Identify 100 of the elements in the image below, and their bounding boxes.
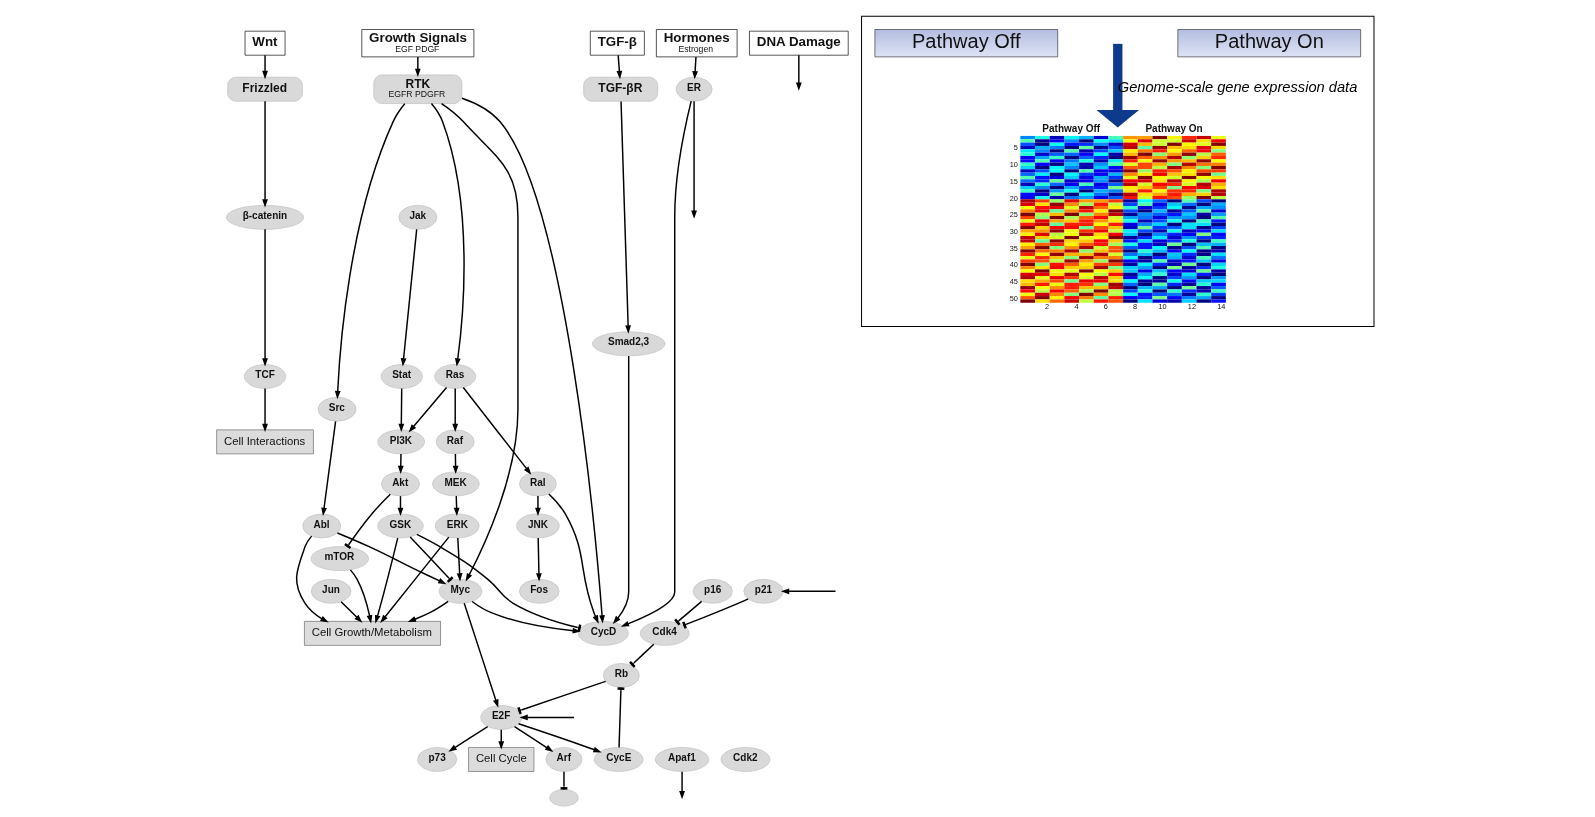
node-ellipse: Apaf1 (654, 747, 709, 772)
arrow (619, 100, 631, 334)
node-ellipse: Abl (301, 513, 341, 539)
arrow (612, 355, 629, 625)
node-ellipse: p16 (692, 578, 733, 604)
node-box: Pathway Off (874, 29, 1058, 58)
node-label: 12 (1187, 301, 1196, 311)
node-box: TGF-βR (582, 76, 658, 102)
node-ellipse: Fos (518, 578, 559, 604)
node-label: 14 (1216, 301, 1225, 311)
connector (415, 533, 581, 632)
arrow (513, 726, 553, 752)
connector (408, 536, 454, 583)
node-ellipse: Raf (435, 429, 475, 455)
node-ellipse: Smad2,3 (591, 331, 665, 357)
arrow (534, 495, 541, 517)
node-ellipse: p21 (743, 578, 783, 604)
arrow (334, 103, 405, 400)
arrow (374, 537, 398, 624)
arrow (440, 102, 519, 582)
connector (628, 643, 654, 668)
arrow (451, 387, 458, 433)
node-label: 15 (1009, 176, 1018, 186)
arrow (349, 569, 372, 624)
arrow (261, 387, 268, 433)
arrow (261, 100, 268, 208)
arrow (678, 770, 685, 800)
arrow (414, 56, 421, 77)
node-ellipse: Jun (310, 578, 351, 604)
arrow (795, 54, 802, 91)
arrow (780, 588, 836, 595)
node-ellipse: Stat (380, 364, 423, 389)
arrow (462, 386, 531, 475)
node-ellipse: Akt (380, 471, 420, 497)
node-label: 40 (1009, 260, 1018, 270)
node-ellipse: ERK (434, 513, 479, 539)
arrow (547, 493, 599, 624)
arrow (339, 601, 362, 623)
arrow (295, 535, 329, 623)
node-ellipse: Jak (398, 205, 437, 230)
node-label: 20 (1009, 193, 1018, 203)
arrow (456, 537, 463, 582)
arrow (1096, 43, 1139, 128)
arrow (379, 536, 449, 623)
arrow (430, 102, 465, 367)
node-text: Pathway Off Pathway On (1041, 122, 1203, 134)
node-label: 10 (1157, 301, 1167, 311)
node-label: 25 (1009, 210, 1018, 220)
node-box: Wnt (244, 30, 285, 56)
node-ellipse: Ral (518, 471, 557, 497)
node-ellipse: TCF (243, 364, 286, 389)
node-box: Cell Interactions (215, 429, 314, 455)
node-box: Hormones Estrogen (655, 29, 737, 58)
arrow (535, 537, 542, 582)
node-box: Frizzled (226, 76, 303, 102)
arrow (517, 723, 602, 753)
node-label: 2 (1044, 301, 1049, 311)
arrow (470, 600, 581, 634)
node-ellipse: JNK (515, 513, 560, 539)
node-box: Cell Growth/Metabolism (303, 621, 441, 646)
node-box: DNA Damage (748, 30, 849, 56)
arrow (400, 228, 417, 367)
connector (560, 770, 567, 791)
node-label: 45 (1009, 276, 1018, 286)
node-ellipse: β-catenin (225, 205, 304, 230)
node-ellipse: MEK (431, 471, 480, 497)
arrow (518, 714, 575, 721)
arrow (407, 600, 449, 623)
arrow (408, 386, 447, 433)
node-label: 35 (1009, 243, 1018, 253)
arrow (336, 532, 446, 585)
node-ellipse: ER (675, 76, 712, 102)
node-label: 8 (1132, 301, 1137, 311)
node-label: 30 (1009, 226, 1018, 236)
node-ellipse: p73 (416, 747, 457, 772)
arrow (397, 453, 404, 474)
node-ellipse: Ras (433, 364, 476, 389)
arrow (690, 100, 697, 219)
node-ellipse: GSK (376, 513, 424, 539)
connector (617, 686, 624, 749)
arrow (460, 97, 605, 624)
node-label: 4 (1073, 301, 1078, 311)
arrow (463, 602, 498, 708)
node-label: 6 (1103, 301, 1108, 311)
node-label: 50 (1009, 293, 1018, 303)
arrow (261, 228, 268, 367)
arrow (447, 726, 488, 752)
cluster (860, 15, 1374, 327)
arrow (397, 387, 404, 433)
connector (516, 680, 606, 715)
node-ellipse: Cdk2 (720, 747, 770, 772)
node-label: 10 (1009, 160, 1018, 170)
arrow (615, 54, 622, 80)
node-ellipse: PI3K (376, 429, 425, 455)
node-box: Pathway On (1177, 29, 1361, 58)
arrow (320, 420, 336, 517)
node-label: 5 (1013, 143, 1018, 153)
node-box: Cell Cycle (467, 747, 534, 772)
node-ellipse: Src (317, 396, 356, 422)
arrow (261, 54, 268, 80)
